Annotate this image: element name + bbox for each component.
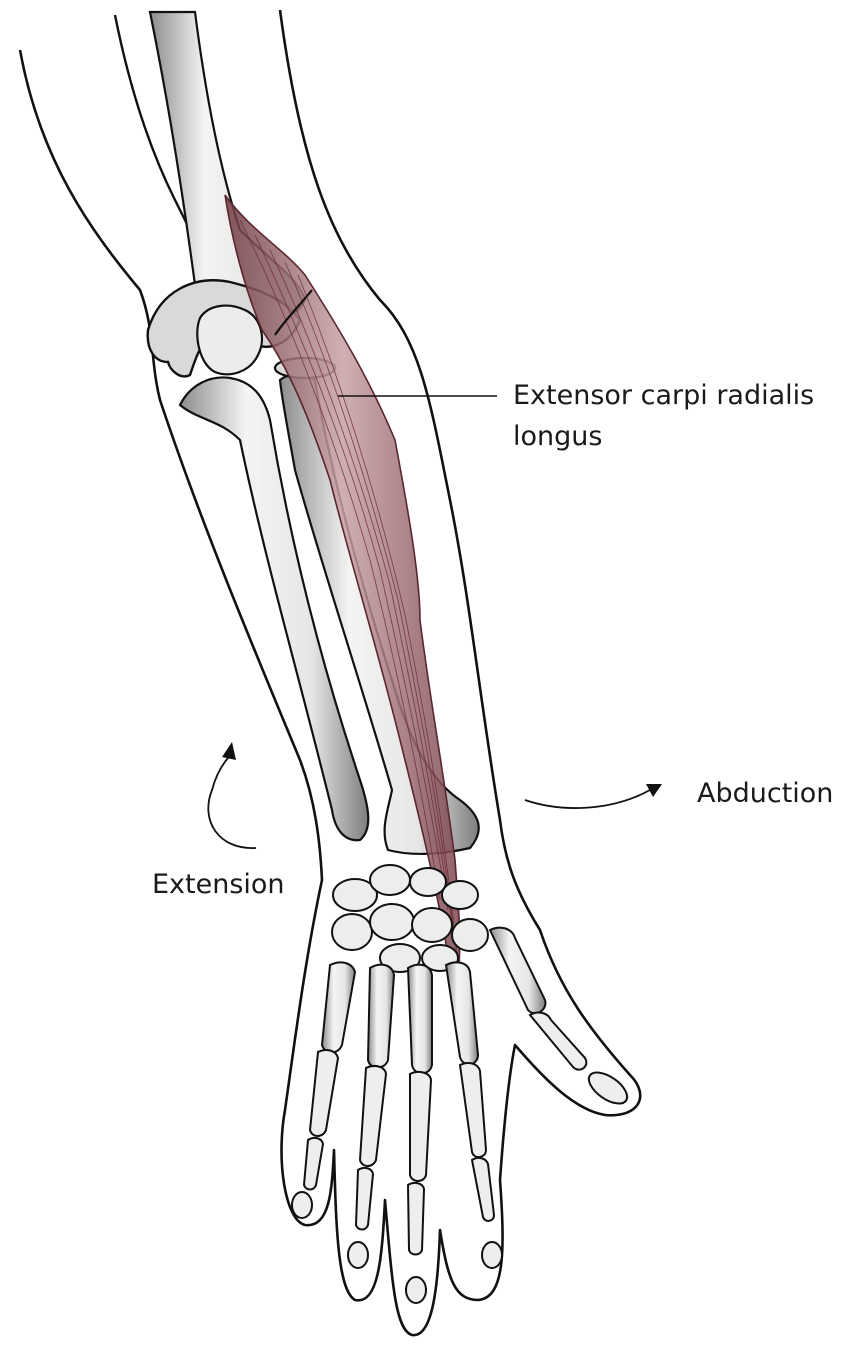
carpal-bones <box>332 865 488 972</box>
muscle-label-line2: longus <box>513 419 602 455</box>
extension-arrow-icon <box>208 742 256 848</box>
ulna-head <box>197 306 262 375</box>
extension-label: Extension <box>152 867 285 903</box>
muscle-label-line1: Extensor carpi radialis <box>513 378 814 414</box>
abduction-arrow-icon <box>525 784 662 808</box>
abduction-label: Abduction <box>697 776 833 812</box>
arm-outline <box>20 10 640 1335</box>
